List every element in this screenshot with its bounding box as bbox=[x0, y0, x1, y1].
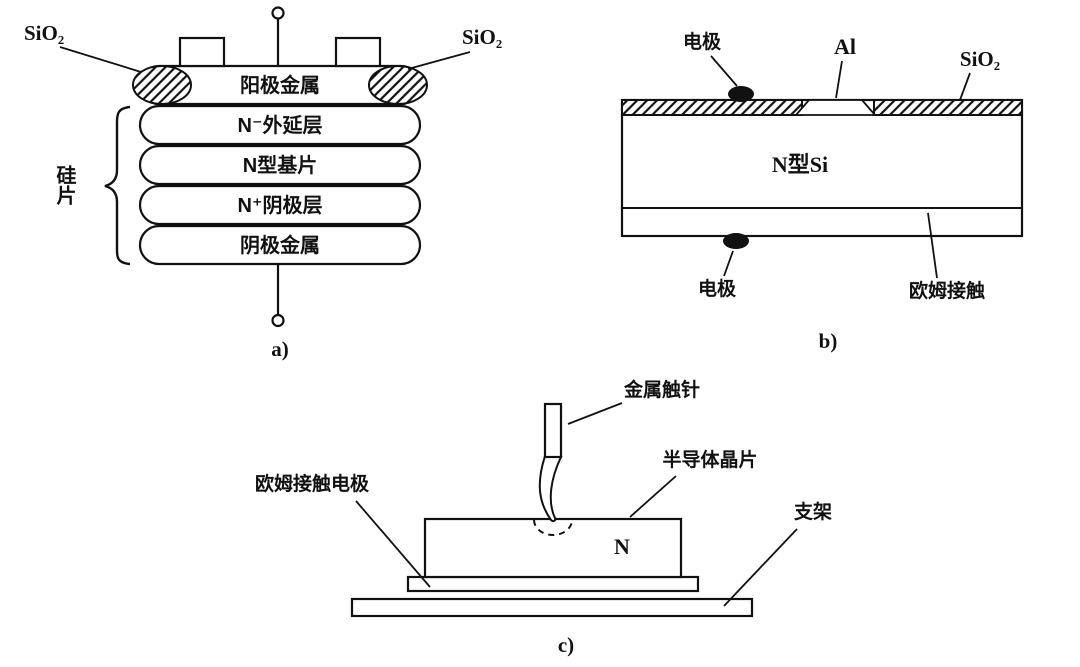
figure-b: N型Si 电极 Al SiO₂ 电极 欧姆接触 b) bbox=[620, 30, 1024, 353]
needle-shaft bbox=[543, 402, 563, 459]
contact-bump-right bbox=[334, 36, 382, 68]
silicon-wafer-brace-label: 硅片 bbox=[53, 165, 76, 206]
needle-pointer-line bbox=[567, 402, 623, 425]
cathode-metal-layer bbox=[138, 224, 422, 266]
substrate-layer-label: N型基片 bbox=[243, 154, 317, 177]
support-label: 支架 bbox=[793, 501, 832, 523]
bottom-electrode-label: 电极 bbox=[698, 277, 737, 300]
sio2-left-pointer-line bbox=[59, 46, 142, 73]
silicon-wafer-brace bbox=[104, 105, 131, 266]
al-pointer-line bbox=[835, 60, 843, 99]
figure-a: 阳极金属 N⁻外延层 N型基片 N⁺阴极层 阴极金属 SiO₂ SiO₂ 硅片 … bbox=[24, 6, 502, 361]
die-body-label: N型Si bbox=[772, 152, 828, 177]
ohmic-contact-label: 欧姆接触 bbox=[909, 279, 985, 302]
cathode-layer-label: N⁺阴极层 bbox=[238, 193, 323, 217]
sio2-region-left bbox=[132, 65, 192, 105]
figure-b-caption: b) bbox=[819, 329, 838, 353]
figure-a-caption: a) bbox=[271, 337, 289, 361]
contact-region-arc bbox=[533, 519, 573, 536]
sio2-label-b: SiO₂ bbox=[960, 47, 1000, 71]
al-contact bbox=[794, 99, 877, 116]
sio2-strip-left bbox=[621, 99, 803, 116]
wafer-label: 半导体晶片 bbox=[662, 448, 757, 471]
sio2-pointer-line-b bbox=[959, 72, 971, 101]
sio2-region-right bbox=[368, 65, 428, 105]
cathode-terminal-circle bbox=[271, 313, 285, 328]
top-electrode-pointer-line bbox=[710, 55, 738, 87]
sio2-right-pointer-line bbox=[407, 51, 471, 70]
figure-c-caption: c) bbox=[558, 633, 574, 657]
needle-tip bbox=[538, 454, 563, 523]
epitaxial-layer-label: N⁻外延层 bbox=[238, 113, 323, 137]
anode-metal-label: 阳极金属 bbox=[240, 73, 320, 97]
top-electrode-label: 电极 bbox=[683, 30, 722, 53]
support-pointer-line bbox=[723, 528, 798, 607]
die-body bbox=[620, 98, 1024, 238]
anode-terminal-circle bbox=[271, 6, 285, 20]
substrate-layer bbox=[138, 144, 422, 186]
wafer-pointer-line bbox=[629, 475, 677, 518]
cathode-metal-label: 阴极金属 bbox=[240, 233, 320, 257]
sio2-strip-right bbox=[873, 99, 1023, 116]
ohmic-electrode-label: 欧姆接触电极 bbox=[255, 472, 370, 495]
bottom-electrode-pointer-line bbox=[723, 250, 734, 277]
ohmic-electrode-layer bbox=[406, 575, 700, 593]
contact-bump-left bbox=[178, 36, 226, 68]
ohmic-electrode-pointer-line bbox=[355, 500, 431, 588]
cathode-layer bbox=[138, 184, 422, 226]
al-label: Al bbox=[834, 34, 856, 59]
semiconductor-wafer bbox=[423, 517, 683, 579]
support-base bbox=[350, 597, 754, 618]
ohmic-contact-pointer-line bbox=[927, 212, 938, 279]
sio2-label-right: SiO₂ bbox=[462, 25, 502, 49]
epitaxial-layer bbox=[138, 104, 422, 146]
needle-label: 金属触针 bbox=[623, 378, 700, 401]
n-region-label: N bbox=[614, 534, 630, 559]
top-electrode-dot bbox=[728, 86, 754, 102]
figure-c: N 金属触针 半导体晶片 欧姆接触电极 支架 c) bbox=[255, 378, 832, 657]
sio2-label-left: SiO₂ bbox=[24, 21, 64, 45]
bottom-electrode-dot bbox=[723, 233, 749, 249]
